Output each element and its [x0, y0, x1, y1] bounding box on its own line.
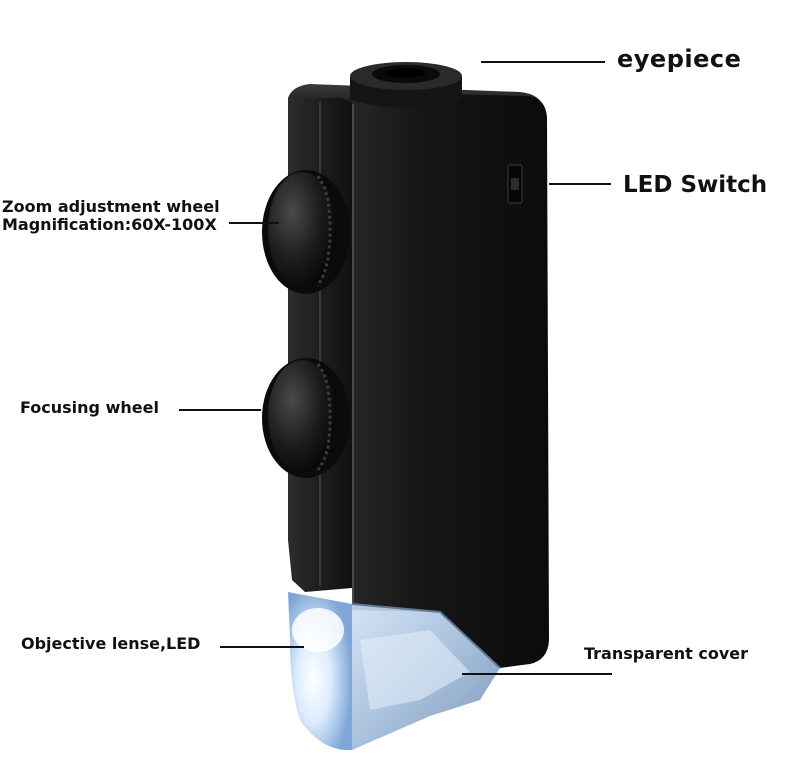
eyepiece-label: eyepiece [617, 45, 742, 73]
transparent-cover-part [351, 603, 501, 750]
focus-leader-line [179, 409, 261, 411]
eyepiece-leader-line [481, 61, 605, 63]
zoom-wheel-part [262, 170, 350, 294]
objective-led-part [288, 592, 352, 751]
zoom-wheel-label-line1: Zoom adjustment wheel [2, 197, 220, 216]
zoom-leader-line [229, 222, 279, 224]
focusing-wheel-label: Focusing wheel [20, 398, 159, 417]
zoom-magnification-label: Magnification:60X-100X [2, 215, 217, 235]
transparent-cover-label: Transparent cover [584, 644, 749, 663]
led-switch-leader-line [549, 183, 611, 185]
eyepiece-part [350, 62, 462, 108]
objective-lens-label: Objective lense,LED [21, 634, 201, 653]
led-switch-label: LED Switch [623, 172, 768, 198]
objective-leader-line [220, 646, 304, 648]
cover-leader-line [462, 673, 612, 675]
body-front-face [352, 92, 549, 668]
zoom-wheel-label: Zoom adjustment wheel Magnification:60X-… [2, 197, 220, 235]
focus-wheel-part [262, 358, 350, 478]
